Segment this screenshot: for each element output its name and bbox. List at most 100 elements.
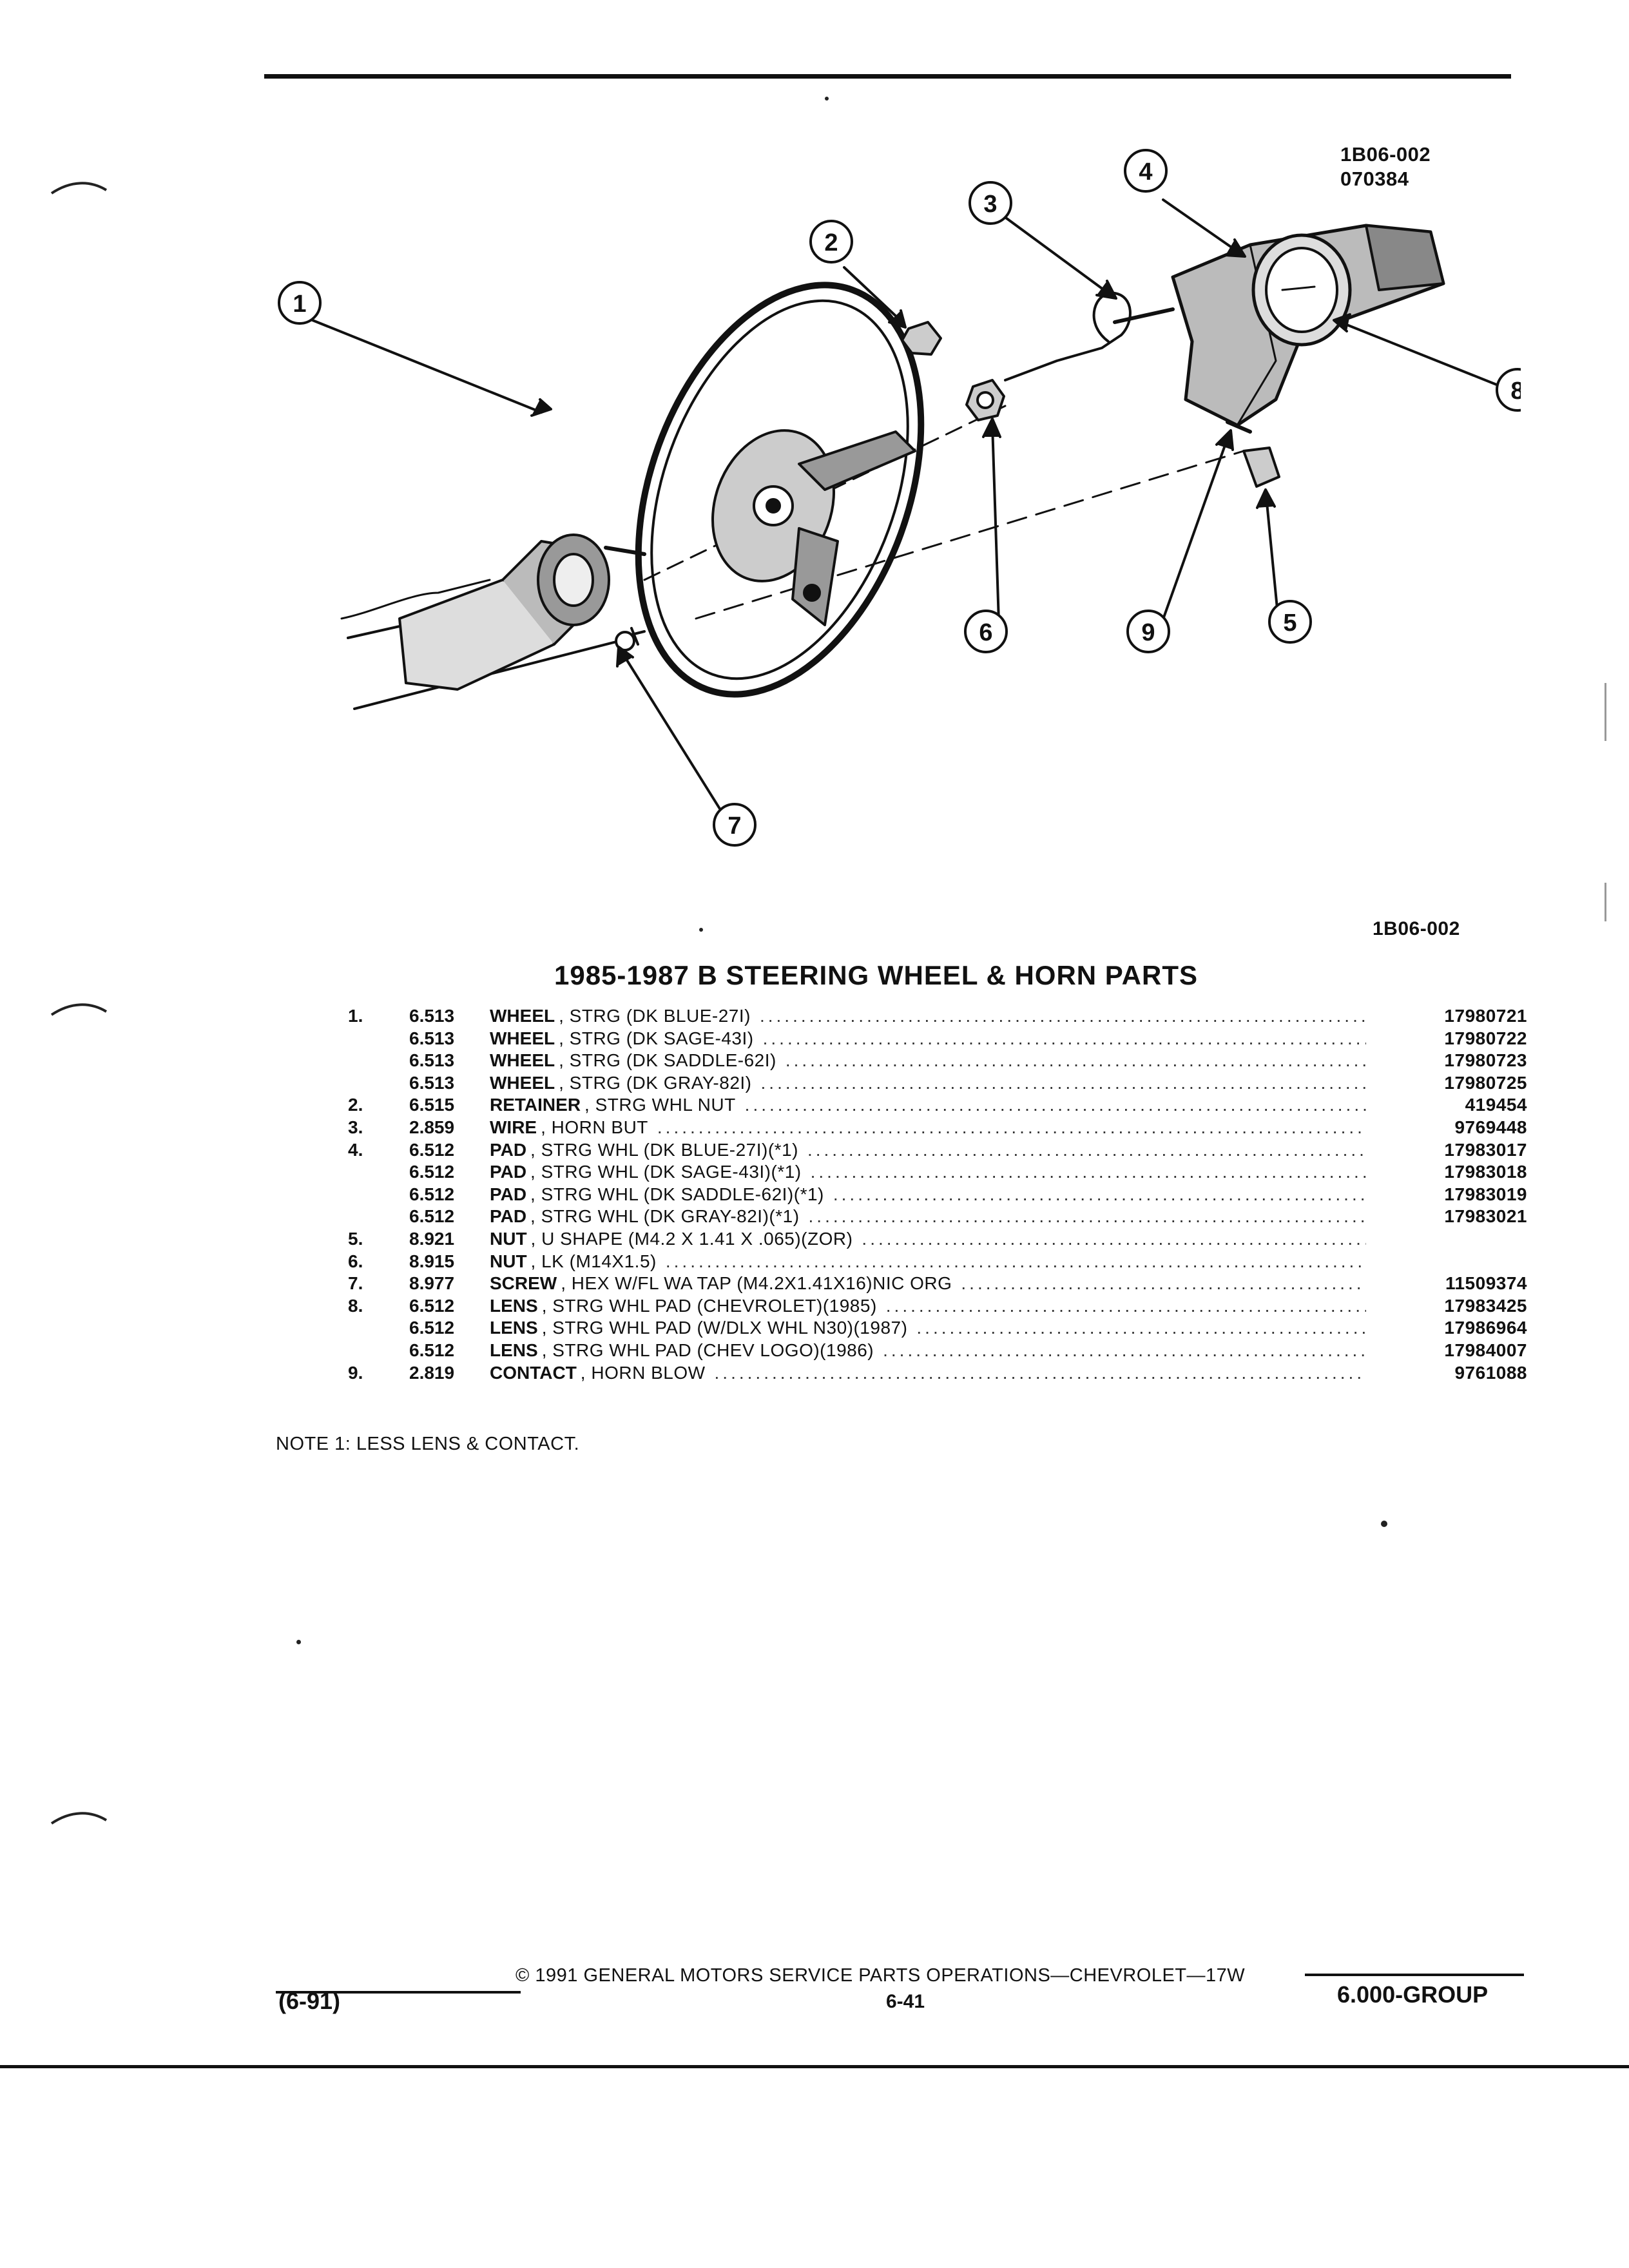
part-description: WIRE, HORN BUT..........................… <box>490 1117 1366 1139</box>
leader-dots: ........................................… <box>833 1184 1366 1204</box>
part-name: WHEEL <box>490 1072 555 1093</box>
callout-9: 9 <box>1141 619 1155 646</box>
item-number: 1. <box>348 1006 363 1026</box>
part-number: 17983019 <box>1444 1184 1527 1204</box>
item-number: 8. <box>348 1295 363 1316</box>
speck <box>296 1640 301 1644</box>
part-detail: , STRG WHL PAD (CHEV LOGO)(1986) <box>541 1340 874 1360</box>
leader-dots: ........................................… <box>862 1228 1366 1249</box>
leader-dots: ........................................… <box>762 1028 1366 1048</box>
part-number: 17983018 <box>1444 1162 1527 1182</box>
part-description: SCREW, HEX W/FL WA TAP (M4.2X1.41X16)NIC… <box>490 1273 1366 1295</box>
part-description: PAD, STRG WHL (DK GRAY-82I)(*1).........… <box>490 1206 1366 1228</box>
footer-rule-left <box>276 1991 521 1994</box>
leader-dots: ........................................… <box>714 1362 1366 1383</box>
part-description: LENS, STRG WHL PAD (CHEV LOGO)(1986)....… <box>490 1340 1366 1362</box>
part-number: 17980725 <box>1444 1072 1527 1093</box>
part-number: 17983021 <box>1444 1206 1527 1227</box>
table-row: 6.512 LENS, STRG WHL PAD (W/DLX WHL N30)(… <box>348 1317 1527 1340</box>
part-name: CONTACT <box>490 1362 577 1383</box>
callout-8: 8 <box>1510 378 1521 405</box>
leader-dots: ........................................… <box>665 1251 1366 1271</box>
part-detail: , HORN BLOW <box>580 1362 706 1383</box>
leader-dots: ........................................… <box>883 1340 1366 1360</box>
part-name: PAD <box>490 1184 527 1204</box>
group-code: 2.819 <box>409 1362 455 1383</box>
callout-markers <box>278 149 1521 847</box>
callout-1: 1 <box>293 291 306 318</box>
binder-marks <box>50 182 108 1825</box>
item-number: 9. <box>348 1362 363 1383</box>
speck <box>699 928 703 932</box>
group-code: 6.512 <box>409 1184 455 1204</box>
group-code: 6.513 <box>409 1006 455 1026</box>
callout-2: 2 <box>824 229 838 256</box>
part-detail: , STRG WHL PAD (W/DLX WHL N30)(1987) <box>541 1318 908 1338</box>
footer-copyright: © 1991 GENERAL MOTORS SERVICE PARTS OPER… <box>516 1965 1246 1986</box>
part-number: 11509374 <box>1445 1273 1527 1294</box>
part-detail: , STRG WHL (DK SADDLE-62I)(*1) <box>530 1184 824 1204</box>
footer-date-code: (6-91) <box>278 1988 341 2014</box>
leader-dots: ........................................… <box>760 1072 1366 1093</box>
part-name: WHEEL <box>490 1028 555 1048</box>
item-number: 5. <box>348 1228 363 1249</box>
group-code: 8.977 <box>409 1273 455 1294</box>
leader-dots: ........................................… <box>808 1206 1366 1227</box>
part-name: PAD <box>490 1162 527 1182</box>
item-number: 2. <box>348 1095 363 1115</box>
top-rule <box>264 74 1511 79</box>
table-row: 6.512 PAD, STRG WHL (DK SADDLE-62I)(*1)..… <box>348 1184 1527 1206</box>
footer-page-number: 6-41 <box>886 1991 925 2012</box>
part-number: 9761088 <box>1454 1362 1527 1383</box>
part-description: LENS, STRG WHL PAD (CHEVROLET)(1985)....… <box>490 1295 1366 1318</box>
part-detail: , STRG (DK SAGE-43I) <box>559 1028 754 1048</box>
part-detail: , STRG WHL (DK BLUE-27I)(*1) <box>530 1139 798 1160</box>
part-description: PAD, STRG WHL (DK BLUE-27I)(*1).........… <box>490 1139 1366 1162</box>
footnote: NOTE 1: LESS LENS & CONTACT. <box>276 1434 580 1454</box>
leader-dots: ........................................… <box>785 1050 1366 1071</box>
leader-dots: ........................................… <box>810 1162 1366 1182</box>
group-code: 6.512 <box>409 1318 455 1338</box>
part-detail: , STRG (DK SADDLE-62I) <box>559 1050 776 1071</box>
part-description: WHEEL, STRG (DK GRAY-82I)...............… <box>490 1072 1366 1095</box>
footer-group: 6.000-GROUP <box>1337 1981 1489 2008</box>
part-name: PAD <box>490 1206 527 1227</box>
footer-rule-right <box>1305 1974 1524 1976</box>
callout-6: 6 <box>979 619 992 646</box>
part-description: RETAINER, STRG WHL NUT..................… <box>490 1094 1366 1117</box>
part-number: 17980723 <box>1444 1050 1527 1071</box>
part-number: 17984007 <box>1444 1340 1527 1360</box>
part-description: PAD, STRG WHL (DK SAGE-43I)(*1).........… <box>490 1161 1366 1184</box>
part-name: LENS <box>490 1340 538 1360</box>
callout-4: 4 <box>1139 159 1152 186</box>
part-detail: , STRG WHL NUT <box>584 1095 736 1115</box>
part-name: NUT <box>490 1228 527 1249</box>
group-code: 8.921 <box>409 1228 455 1249</box>
edge-mark <box>1605 883 1606 921</box>
page-title: 1985-1987 B STEERING WHEEL & HORN PARTS <box>554 960 1199 990</box>
callout-3: 3 <box>983 191 997 218</box>
leader-dots: ........................................… <box>807 1139 1366 1160</box>
part-description: PAD, STRG WHL (DK SADDLE-62I)(*1).......… <box>490 1184 1366 1206</box>
part-detail: , STRG (DK GRAY-82I) <box>559 1072 752 1093</box>
figure-date: 070384 <box>1340 168 1409 190</box>
part-detail: , STRG WHL (DK GRAY-82I)(*1) <box>530 1206 800 1227</box>
part-name: SCREW <box>490 1273 557 1294</box>
figure-code-top: 1B06-002 <box>1340 143 1431 166</box>
part-description: LENS, STRG WHL PAD (W/DLX WHL N30)(1987)… <box>490 1317 1366 1340</box>
part-number: 17983017 <box>1444 1139 1527 1160</box>
item-number: 6. <box>348 1251 363 1271</box>
part-name: WHEEL <box>490 1006 555 1026</box>
callout-7: 7 <box>728 812 741 840</box>
